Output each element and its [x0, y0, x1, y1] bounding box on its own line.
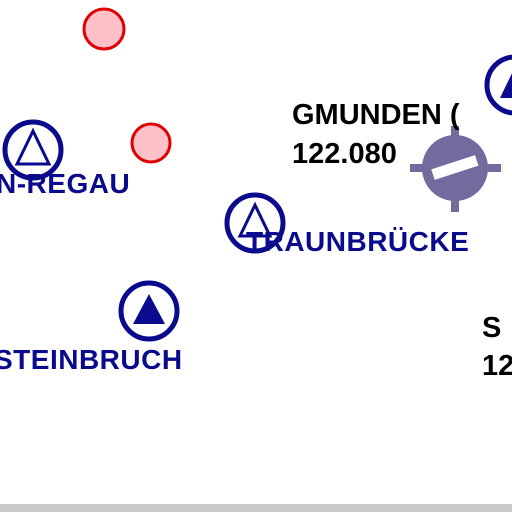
airfield-label-partial: S — [482, 312, 502, 344]
airfield-label-gmunden: GMUNDEN ( — [292, 99, 460, 131]
reporting-point-label-steinbruch: STEINBRUCH — [0, 344, 183, 375]
obstacle-red-circle-icon[interactable] — [130, 122, 172, 164]
reporting-point-label-regau: N-REGAU — [0, 168, 131, 199]
reporting-point-circle-triangle-icon[interactable] — [118, 280, 180, 342]
airfield-frequency-gmunden: 122.080 — [292, 138, 397, 170]
reporting-point-circle-triangle-icon[interactable] — [484, 54, 512, 116]
reporting-point-circle-triangle-icon[interactable] — [2, 119, 64, 181]
reporting-point-circle-triangle-icon[interactable] — [224, 192, 286, 254]
airfield-runway-icon[interactable] — [410, 126, 501, 212]
bottom-scroll-bar[interactable] — [0, 504, 512, 512]
reporting-point-label-traunbruecke: TRAUNBRÜCKE — [246, 226, 470, 257]
obstacle-red-circle-icon[interactable] — [82, 7, 126, 51]
airfield-frequency-partial: 12 — [482, 350, 512, 382]
